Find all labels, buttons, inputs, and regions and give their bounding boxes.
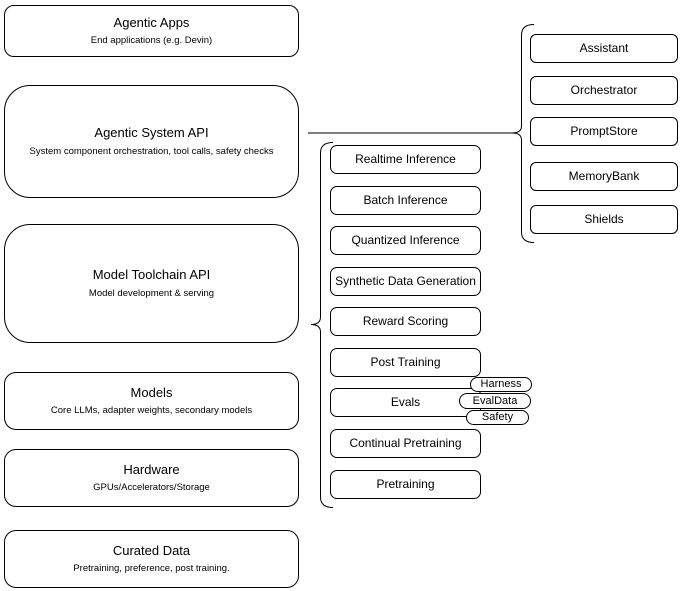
node-title: Agentic System API bbox=[94, 125, 209, 141]
node-batch-inference: Batch Inference bbox=[330, 186, 481, 215]
node-subtitle: End applications (e.g. Devin) bbox=[90, 35, 213, 47]
node-title: Curated Data bbox=[112, 542, 191, 558]
node-hardware: Hardware GPUs/Accelerators/Storage bbox=[4, 449, 299, 507]
pill-evaldata: EvalData bbox=[459, 393, 531, 409]
node-curated-data: Curated Data Pretraining, preference, po… bbox=[4, 530, 299, 588]
node-subtitle: System component orchestration, tool cal… bbox=[29, 145, 274, 157]
pill-harness: Harness bbox=[470, 377, 532, 392]
node-post-training: Post Training bbox=[330, 348, 481, 377]
node-label: Realtime Inference bbox=[355, 152, 456, 166]
node-label: Reward Scoring bbox=[362, 314, 449, 328]
node-label: Quantized Inference bbox=[351, 233, 460, 247]
node-label: Continual Pretraining bbox=[349, 436, 462, 450]
node-subtitle: Model development & serving bbox=[88, 287, 215, 299]
node-agentic-system-api: Agentic System API System component orch… bbox=[4, 85, 299, 198]
node-label: Pretraining bbox=[376, 477, 435, 491]
node-shields: Shields bbox=[530, 205, 678, 234]
node-label: Synthetic Data Generation bbox=[335, 274, 476, 288]
pill-label: Harness bbox=[480, 378, 522, 390]
pill-label: Safety bbox=[481, 411, 514, 423]
node-title: Models bbox=[130, 384, 173, 400]
node-orchestrator: Orchestrator bbox=[530, 76, 678, 105]
node-evals: Evals bbox=[330, 388, 481, 417]
node-label: Orchestrator bbox=[570, 83, 638, 97]
node-realtime-inference: Realtime Inference bbox=[330, 145, 481, 174]
pill-label: EvalData bbox=[472, 394, 518, 407]
node-models: Models Core LLMs, adapter weights, secon… bbox=[4, 372, 299, 430]
node-title: Model Toolchain API bbox=[92, 267, 211, 283]
node-assistant: Assistant bbox=[530, 34, 678, 63]
node-synthetic-data-generation: Synthetic Data Generation bbox=[330, 267, 481, 296]
node-label: Evals bbox=[390, 395, 421, 409]
node-label: Batch Inference bbox=[363, 193, 448, 207]
pill-safety: Safety bbox=[466, 410, 529, 425]
node-label: Post Training bbox=[370, 355, 441, 369]
node-promptstore: PromptStore bbox=[530, 117, 678, 146]
node-subtitle: Pretraining, preference, post training. bbox=[73, 563, 230, 575]
node-continual-pretraining: Continual Pretraining bbox=[330, 429, 481, 458]
node-reward-scoring: Reward Scoring bbox=[330, 307, 481, 336]
node-label: Shields bbox=[584, 212, 624, 226]
node-subtitle: Core LLMs, adapter weights, secondary mo… bbox=[50, 405, 253, 417]
node-quantized-inference: Quantized Inference bbox=[330, 226, 481, 255]
node-title: Hardware bbox=[123, 461, 180, 477]
node-label: MemoryBank bbox=[568, 169, 640, 183]
node-subtitle: GPUs/Accelerators/Storage bbox=[93, 482, 210, 494]
node-memorybank: MemoryBank bbox=[530, 162, 678, 191]
node-title: Agentic Apps bbox=[113, 14, 190, 30]
node-agentic-apps: Agentic Apps End applications (e.g. Devi… bbox=[4, 5, 299, 57]
node-label: Assistant bbox=[579, 41, 629, 55]
node-label: PromptStore bbox=[570, 124, 638, 138]
node-pretraining: Pretraining bbox=[330, 470, 481, 499]
node-model-toolchain-api: Model Toolchain API Model development & … bbox=[4, 224, 299, 343]
